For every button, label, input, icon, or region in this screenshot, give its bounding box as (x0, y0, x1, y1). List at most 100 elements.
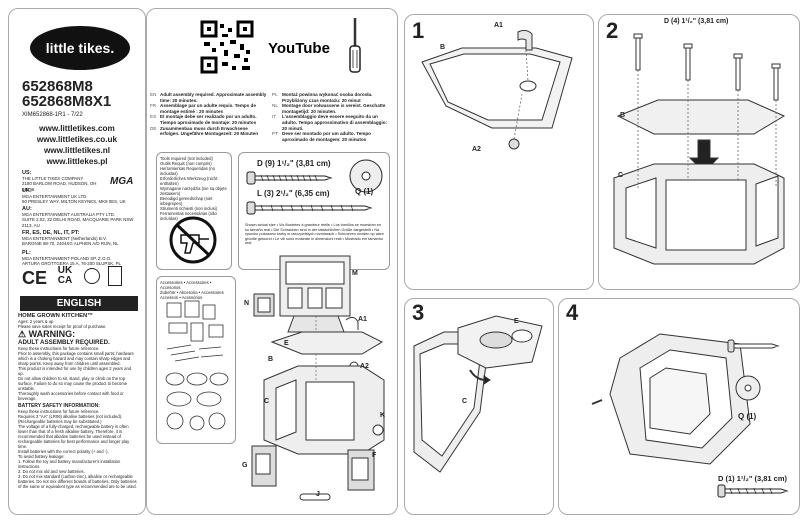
english-section-bar: ENGLISH (20, 296, 138, 311)
battery-item: Keep these instructions for future refer… (18, 409, 100, 414)
accessories-box: Accessories • Accessoires • Accesorios Z… (156, 276, 236, 444)
battery-item: The voltage of a fully-charged, recharge… (18, 424, 130, 449)
bin-icon (108, 266, 122, 286)
address-eu: FR, ES, DE, NL, IT, PT: MGA ENTERTAINMEN… (22, 230, 137, 247)
step-4-diagram (591, 333, 780, 465)
tools-line: Ferramentas necessárias (não incluídas) (160, 211, 217, 221)
screw-d-label: D (9) 1¹/₂" (3,81 cm) (257, 159, 331, 168)
screw-l-icon (246, 201, 373, 215)
address-text: THE LITTLE TIKES COMPANY 2180 BARLOW ROA… (22, 176, 97, 192)
step-2-screw-label: D (4) 1¹/₂" (3,81 cm) (664, 18, 729, 25)
model-number-2: 652868M8X1 (22, 93, 112, 110)
washer-q-icon (349, 159, 383, 193)
step-2-number: 2 (606, 18, 619, 43)
website-link[interactable]: www.littletikes.com (39, 124, 115, 133)
recycle-icon (84, 268, 100, 284)
part-label-b: B (268, 356, 274, 363)
warning-heading: ⚠ WARNING: (18, 329, 76, 339)
step-1-label-b: B (440, 44, 446, 51)
tools-list: Tools required (not included) Outils Req… (157, 153, 231, 224)
qr-code[interactable] (200, 20, 254, 74)
tools-line: Tools required (not included) (160, 156, 213, 161)
address-us: US: THE LITTLE TIKES COMPANY 2180 BARLOW… (22, 170, 137, 192)
warning-bullet: Keep these instructions for future refer… (18, 346, 100, 351)
step-1-label-a2: A2 (472, 146, 481, 153)
step-1-diagram (421, 29, 573, 150)
step-3-label-c: C (462, 398, 468, 405)
info-panel (8, 8, 146, 515)
battery-item: Install batteries with the correct polar… (18, 449, 109, 454)
battery-item: 2. Do not mix old and new batteries. (18, 469, 85, 474)
accessories-line: Accessori • Acessórios (160, 295, 203, 300)
part-label-g: G (242, 462, 248, 469)
youtube-logo[interactable]: YouTube (268, 40, 330, 62)
accessories-line: Zubehör • Akcesoria • Accessoires (160, 290, 224, 295)
address-text: MGA ENTERTAINMENT (Netherlands) B.V. BAR… (22, 236, 119, 247)
address-pl: PL: MGA ENTERTAINMENT POLAND SP. Z.O.O. … (22, 250, 137, 267)
address-au: AU: MGA ENTERTAINMENT AUSTRALIA PTY LTD.… (22, 206, 137, 228)
step-3-number: 3 (412, 300, 425, 325)
youtube-label: YouTube (268, 40, 330, 57)
ukca-mark: UK CA (57, 265, 73, 286)
part-label-c: C (264, 398, 270, 405)
step-4-number: 4 (566, 300, 579, 325)
no-power-drill-icon (169, 216, 217, 264)
step-4-screw-label: D (1) 1¹/₂" (3,81 cm) (718, 474, 787, 483)
part-label-a2: A2 (360, 363, 369, 370)
address-uk: UK: MGA ENTERTAINMENT UK LTD. 50 PRESLEY… (22, 188, 137, 205)
address-text: MGA ENTERTAINMENT AUSTRALIA PTY LTD. SUI… (22, 212, 134, 228)
screwdriver-icon (349, 18, 361, 73)
tools-line: Strumenti richiesti (non inclusi) (160, 206, 218, 211)
hardware-box: D (9) 1¹/₂" (3,81 cm) L (3) 2¹/₂" (6,35 … (238, 152, 390, 270)
step-4-screw-icon (717, 484, 789, 498)
address-heading: AU: (22, 206, 32, 212)
address-text: MGA ENTERTAINMENT UK LTD. 50 PRESLEY WAY… (22, 194, 126, 205)
screw-d-icon (246, 171, 333, 185)
product-name: HOME GROWN KITCHEN™ (18, 313, 94, 319)
part-label-n: N (244, 300, 250, 307)
address-heading: PL: (22, 250, 31, 256)
receipt-text: Please save sales receipt for proof of p… (18, 324, 107, 329)
address-heading: FR, ES, DE, NL, IT, PT: (22, 230, 80, 236)
tools-line: Herramientas Requeridas (no incluidas) (160, 166, 215, 176)
tools-line: Wymagane narzędzia (nie są objęte zestaw… (160, 186, 227, 196)
tools-line: Erforderliches Werkzeug (nicht enthalten… (160, 176, 218, 186)
step-2-label-b: B (620, 112, 626, 119)
tools-box: Tools required (not included) Outils Req… (156, 152, 232, 270)
website-link[interactable]: www.littletikes.co.uk (36, 135, 118, 144)
accessories-line: Accessories • Accessoires • Accesorios (160, 280, 212, 290)
part-label-e: E (284, 340, 289, 347)
accessories-illustration (165, 300, 229, 431)
washer-q-label: Q (1) (355, 187, 374, 196)
part-label-a1: A1 (358, 316, 367, 323)
website-link[interactable]: www.littlekes.pl (46, 157, 108, 166)
website-link[interactable]: www.littletikes.nl (43, 146, 111, 155)
part-label-f: F (372, 452, 377, 459)
battery-item: 1. Follow the toy and battery manufactur… (18, 459, 121, 469)
battery-heading: BATTERY SAFETY INFORMATION: (18, 403, 100, 409)
warning-bullet: Prior to assembly, this package contains… (18, 351, 134, 366)
warning-bullet: Thoroughly wash accessories before conta… (18, 391, 124, 401)
age-text: Ages: 2 years & up (18, 319, 54, 324)
battery-item: To avoid battery leakage: (18, 454, 65, 459)
step-3-diagram (413, 315, 543, 473)
address-text: MGA ENTERTAINMENT POLAND SP. Z.O.O. ARTU… (22, 256, 121, 267)
step-2-label-c: C (618, 172, 624, 179)
exploded-kitchen-diagram (251, 255, 385, 501)
website-list: www.littletikes.com www.littletikes.co.u… (18, 123, 136, 167)
warning-bullet: This product is intended for use by chil… (18, 366, 132, 376)
battery-item: 3. Do not mix standard (carbon-zinc), al… (18, 474, 137, 489)
step-1-number: 1 (412, 18, 425, 43)
screw-l-label: L (3) 2¹/₂" (6,35 cm) (257, 189, 330, 198)
actual-size-note: Shown actual size • Vis illustrées à gra… (245, 223, 384, 246)
ce-mark: CE (22, 268, 48, 288)
